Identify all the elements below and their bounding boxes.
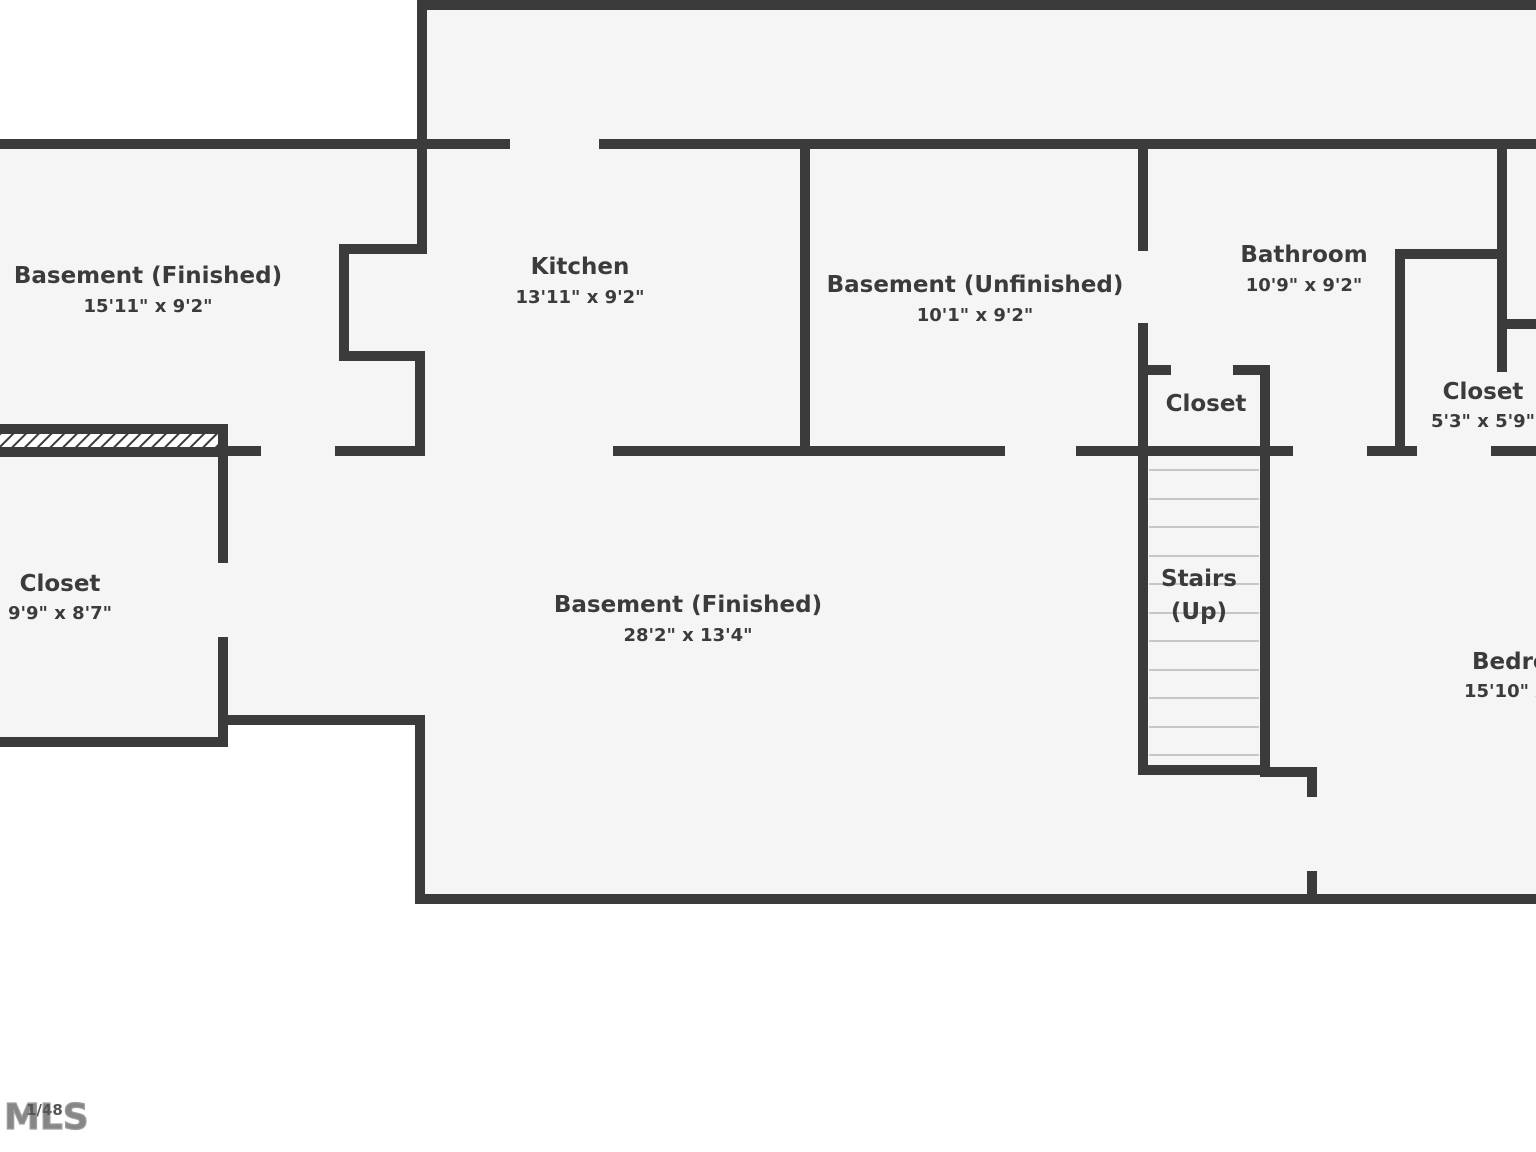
room-dims-kitchen: 13'11" x 9'2" xyxy=(515,287,644,308)
room-name-bedroom: Bedro xyxy=(1472,649,1536,675)
room-dims-closet-right: 5'3" x 5'9" xyxy=(1431,411,1535,432)
stairs-treads xyxy=(1149,469,1259,756)
room-name-closet-left: Closet xyxy=(20,571,101,597)
room-note-stairs: (Up) xyxy=(1171,599,1227,625)
room-name-basement-finished-1: Basement (Finished) xyxy=(14,263,282,289)
room-name-bathroom: Bathroom xyxy=(1240,242,1367,268)
room-labels: Basement (Finished) 15'11" x 9'2" Kitche… xyxy=(8,242,1536,702)
watermark: 1/48 MLS xyxy=(3,1096,89,1138)
room-name-closet-small: Closet xyxy=(1166,391,1247,417)
hatched-wall xyxy=(0,434,218,447)
room-dims-basement-finished-2: 28'2" x 13'4" xyxy=(623,625,752,646)
room-dims-closet-left: 9'9" x 8'7" xyxy=(8,603,112,624)
room-dims-basement-finished-1: 15'11" x 9'2" xyxy=(83,296,212,317)
room-dims-bedroom: 15'10" x xyxy=(1464,681,1536,702)
room-dims-basement-unfinished: 10'1" x 9'2" xyxy=(917,305,1034,326)
room-name-stairs: Stairs xyxy=(1161,566,1237,592)
room-name-closet-right: Closet xyxy=(1443,379,1524,405)
mls-logo: MLS xyxy=(4,1097,89,1138)
room-name-basement-finished-2: Basement (Finished) xyxy=(554,592,822,618)
room-dims-bathroom: 10'9" x 9'2" xyxy=(1246,275,1363,296)
room-name-kitchen: Kitchen xyxy=(531,254,630,280)
walls xyxy=(0,0,1536,904)
room-name-basement-unfinished: Basement (Unfinished) xyxy=(827,272,1124,298)
scale-label: 1/48 xyxy=(26,1101,63,1119)
